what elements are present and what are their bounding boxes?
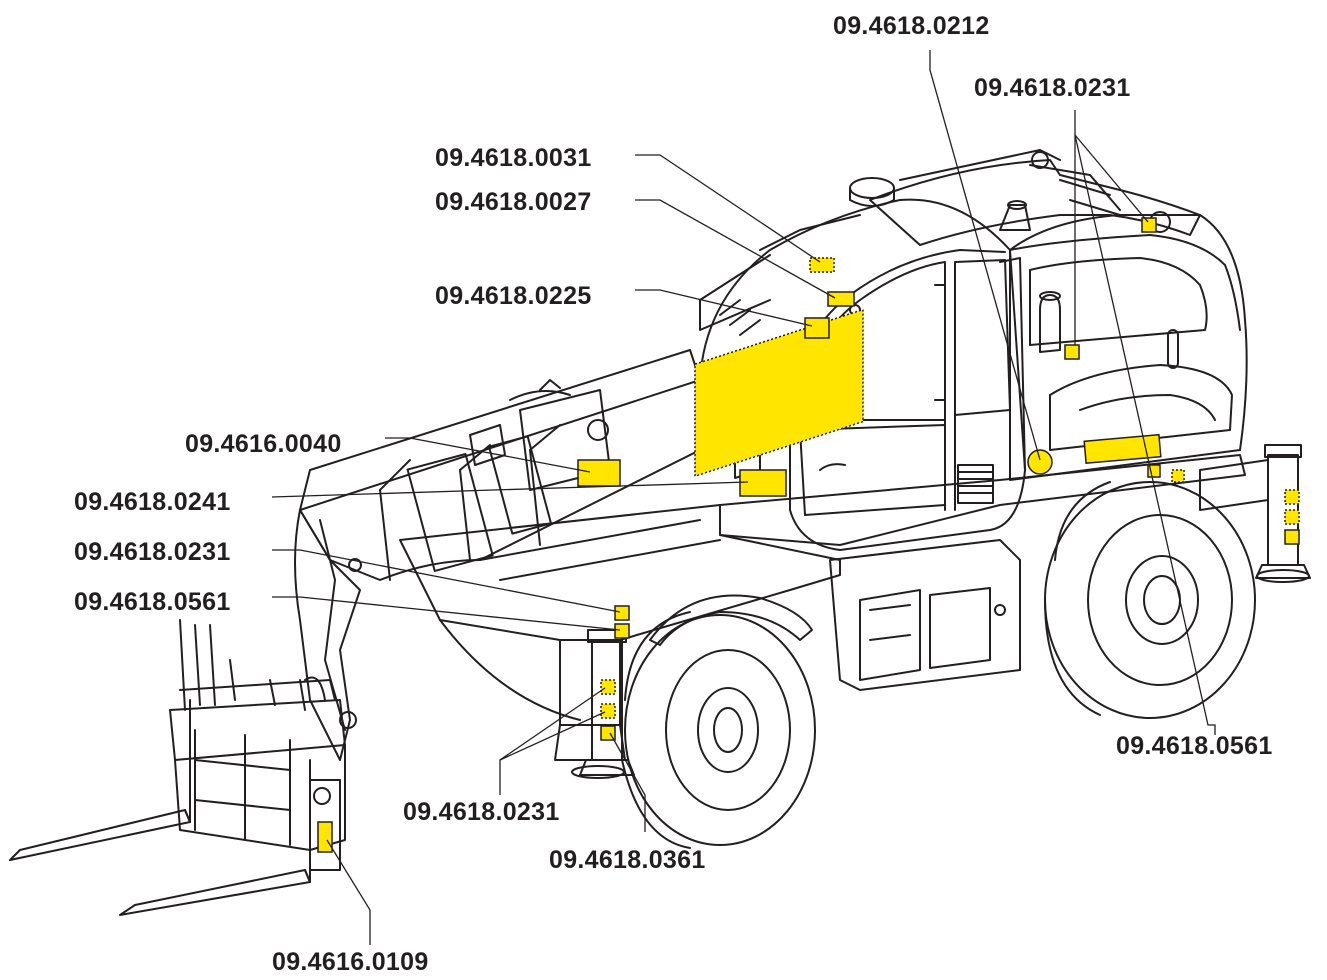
leader-lines — [271, 50, 1216, 945]
callout-label: 09.4616.0109 — [272, 948, 429, 976]
decal-chassis-0231 — [614, 605, 630, 621]
decals — [317, 217, 1300, 853]
decal-cab-0225 — [804, 317, 830, 339]
callout-label: 09.4618.0231 — [403, 798, 560, 826]
decal-cab-0027 — [827, 291, 855, 307]
decal-chassis-0561 — [614, 623, 630, 639]
decal-rstab-dotted-1 — [1284, 489, 1300, 505]
fork-carriage — [169, 619, 346, 871]
rear-wheel — [1044, 481, 1256, 719]
decal-rstab-dotted-2 — [1284, 509, 1300, 525]
decal-boom-0040 — [577, 459, 621, 487]
decal-window-side — [694, 308, 864, 478]
chassis — [399, 454, 1246, 761]
callout-label: 09.4618.0225 — [435, 282, 592, 310]
boom-head — [294, 509, 362, 761]
decal-stab-dotted-1 — [600, 679, 616, 695]
callout-label: 09.4618.0361 — [549, 846, 706, 874]
front-fender — [649, 594, 813, 646]
decal-fork-0109 — [317, 821, 333, 853]
decal-stab-dotted-2 — [600, 703, 616, 719]
callout-label: 09.4618.0027 — [435, 188, 592, 216]
decal-rstab-solid — [1284, 529, 1300, 545]
callout-label: 09.4618.0231 — [74, 538, 231, 566]
callout-label: 09.4618.0561 — [74, 588, 231, 616]
front-wheel — [621, 611, 816, 849]
callout-label: 09.4618.0031 — [435, 144, 592, 172]
forks — [9, 699, 311, 916]
decal-hood-stripe — [1083, 433, 1162, 464]
engine-hood — [1009, 214, 1248, 481]
callout-label: 09.4618.0212 — [833, 12, 990, 40]
decal-round-0212 — [1027, 449, 1053, 475]
callout-label: 09.4616.0040 — [185, 430, 342, 458]
callout-label: 09.4618.0241 — [74, 488, 231, 516]
decal-chassis-rear-dotted — [1171, 469, 1185, 483]
callout-label: 09.4618.0561 — [1116, 732, 1273, 760]
decal-turret-0231 — [1141, 217, 1157, 233]
callout-label: 09.4618.0231 — [974, 74, 1131, 102]
decal-hood-0231 — [1064, 344, 1080, 360]
telescopic-boom — [299, 349, 721, 581]
decal-cab-top-dotted — [809, 257, 835, 273]
decal-chassis-0241 — [739, 469, 787, 497]
